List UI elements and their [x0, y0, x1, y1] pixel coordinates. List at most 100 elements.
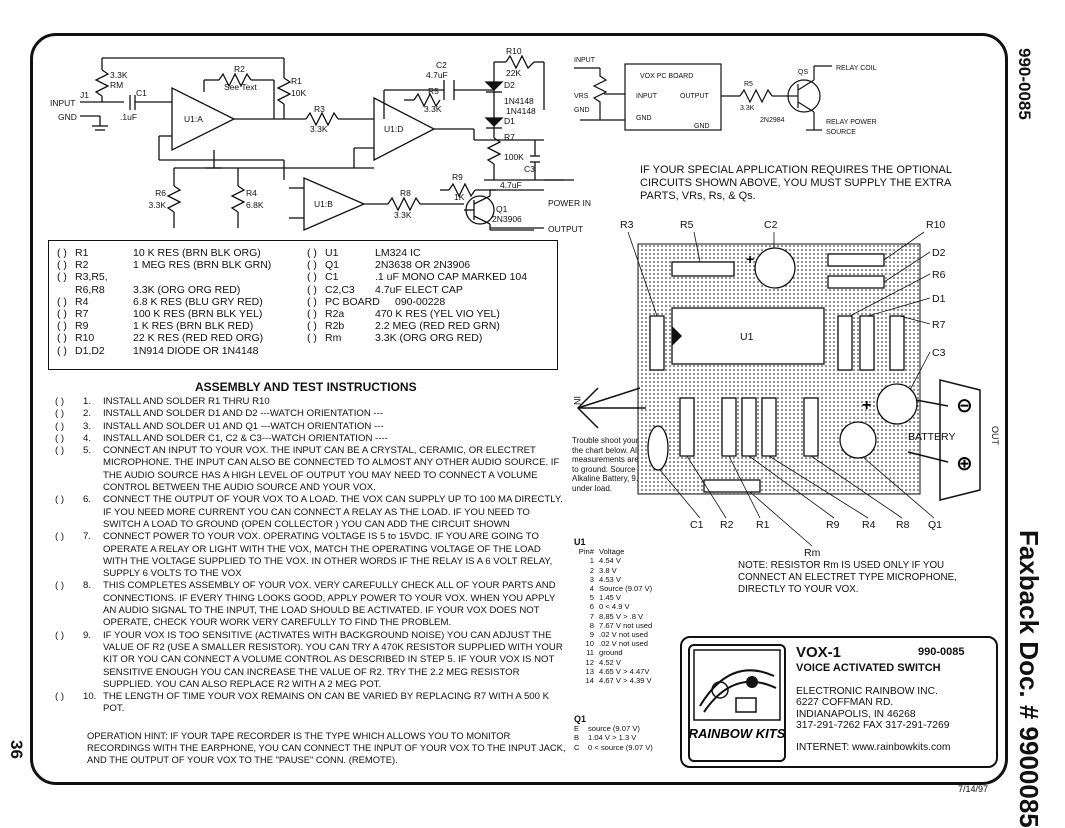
pcb-q1 — [839, 421, 877, 459]
pin: 9 — [589, 630, 594, 640]
part-checkbox[interactable]: ( ) — [57, 344, 67, 357]
relay-qs-value: 2N2984 — [760, 117, 785, 124]
u1-table-title: U1 — [574, 537, 586, 547]
part-checkbox[interactable]: ( ) — [307, 332, 317, 345]
part-checkbox[interactable]: ( ) — [307, 271, 317, 284]
part-checkbox[interactable]: ( ) — [307, 259, 317, 272]
city-state-zip: INDIANAPOLIS, IN 46268 — [796, 708, 916, 720]
step-text: THE LENGTH OF TIME YOUR VOX REMAINS ON C… — [103, 691, 550, 715]
website-link[interactable]: INTERNET: www.rainbowkits.com — [796, 742, 951, 753]
part-checkbox[interactable]: ( ) — [57, 332, 67, 345]
pcb-label-rm: Rm — [804, 547, 821, 559]
pcb-label-r8: R8 — [896, 519, 910, 531]
step-checkbox[interactable]: ( ) — [55, 432, 65, 444]
voltage: 1.04 V > 1.3 V — [588, 733, 637, 743]
pin: 11 — [586, 648, 594, 658]
step-number: 10. — [83, 691, 97, 703]
step-checkbox[interactable]: ( ) — [55, 494, 65, 506]
relay-source-label: SOURCE — [826, 129, 856, 136]
step-checkbox[interactable]: ( ) — [55, 396, 65, 407]
pcb-label-c2: C2 — [764, 219, 778, 231]
sch-d1-label: D1 — [504, 116, 515, 126]
part-checkbox[interactable]: ( ) — [307, 247, 317, 259]
sch-d2-label: D2 — [504, 80, 515, 90]
relay-circuit: INPUT VRS GND VOX PC BOARD INPUT OUTPUT … — [574, 57, 877, 136]
sch-c2-label: C2 — [436, 60, 447, 70]
part-ref: C2,C3 — [325, 283, 355, 296]
sch-q1-label: Q1 — [496, 204, 508, 214]
main-schematic: INPUT J1 GND C1 .1uF 3.3K RM R2 See Text… — [50, 46, 591, 234]
company-address: ELECTRONIC RAINBOW INC. 6227 COFFMAN RD.… — [796, 686, 949, 731]
pcb-r4 — [761, 397, 777, 457]
step-checkbox[interactable]: ( ) — [55, 445, 65, 457]
step-checkbox[interactable]: ( ) — [55, 408, 65, 420]
step-checkbox[interactable]: ( ) — [55, 691, 65, 703]
pcb-r9 — [741, 397, 757, 457]
part-desc: LM324 IC — [375, 247, 421, 259]
pin: 14 — [585, 676, 594, 686]
pin: 2 — [589, 565, 594, 575]
sch-r3-value: 3.3K — [310, 124, 328, 134]
part-desc: 2N3638 OR 2N3906 — [375, 259, 471, 272]
part-desc: 470 K RES (YEL VIO YEL) — [375, 308, 500, 321]
part-desc: 100 K RES (BRN BLK YEL) — [133, 308, 263, 321]
pin: 4 — [589, 584, 594, 594]
step-number: 2. — [83, 408, 92, 420]
part-desc: .1 uF MONO CAP MARKED 104 — [375, 271, 528, 284]
part-checkbox[interactable]: ( ) — [57, 295, 67, 308]
voltage: 8.85 V > .8 V — [599, 611, 644, 621]
table-header: Pin#Voltage — [574, 547, 674, 556]
c2-plus-icon: + — [746, 251, 754, 267]
part-checkbox[interactable]: ( ) — [57, 308, 67, 321]
q1-table-title: Q1 — [574, 714, 587, 724]
sch-c1-label: C1 — [136, 88, 147, 98]
step-text: INSTALL AND SOLDER D1 AND D2 ---WATCH OR… — [103, 408, 384, 420]
sch-power-in-label: POWER IN — [548, 198, 591, 208]
step-text: IF YOUR VOX IS TOO SENSITIVE (ACTIVATES … — [103, 629, 563, 690]
part-ref: U1 — [325, 247, 339, 259]
part-desc: 10 K RES (BRN BLK ORG) — [133, 247, 261, 259]
pin: C — [574, 742, 580, 752]
part-ref: R2b — [325, 320, 345, 333]
pcb-rm — [703, 479, 761, 493]
sch-c3-value: 4.7uF — [500, 180, 522, 190]
part-checkbox[interactable]: ( ) — [57, 247, 67, 259]
pcb-label-r7: R7 — [932, 319, 946, 331]
step-number: 5. — [83, 445, 92, 457]
step-checkbox[interactable]: ( ) — [55, 580, 65, 592]
part-checkbox[interactable]: ( ) — [307, 320, 317, 333]
sch-q1-value: 2N3906 — [492, 214, 522, 224]
pcb-r6 — [837, 315, 853, 371]
relay-board-input: INPUT — [636, 93, 658, 100]
step-checkbox[interactable]: ( ) — [55, 531, 65, 543]
page-number: 36 — [7, 740, 26, 759]
part-checkbox[interactable]: ( ) — [57, 271, 67, 284]
table-row: 9.02 V not used — [574, 630, 674, 639]
part-desc: 3.3K (ORG ORG RED) — [375, 332, 483, 345]
step-checkbox[interactable]: ( ) — [55, 629, 65, 641]
sch-u1a-label: U1:A — [184, 114, 203, 124]
sch-d2-value: 1N4148 — [504, 96, 534, 106]
part-ref: R10 — [75, 332, 95, 345]
step-checkbox[interactable]: ( ) — [55, 420, 65, 432]
part-checkbox[interactable]: ( ) — [57, 259, 67, 272]
part-checkbox[interactable]: ( ) — [307, 295, 317, 308]
part-checkbox[interactable]: ( ) — [57, 320, 67, 333]
part-ref: R9 — [75, 320, 89, 333]
sch-r3-label: R3 — [314, 104, 325, 114]
part-checkbox[interactable]: ( ) — [307, 283, 317, 296]
instruction-step: ( )3.INSTALL AND SOLDER U1 AND Q1 ---WAT… — [55, 421, 565, 433]
part-checkbox[interactable]: ( ) — [307, 308, 317, 321]
sch-c3-label: C3 — [524, 164, 535, 174]
